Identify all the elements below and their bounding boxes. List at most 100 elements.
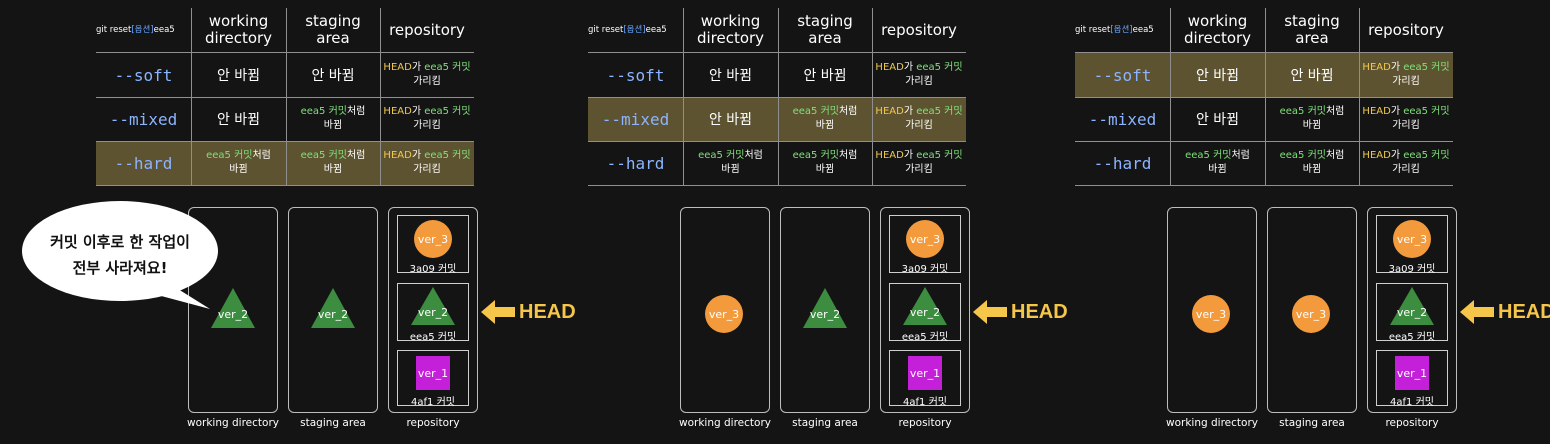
option-hard: --hard (114, 153, 173, 173)
option-hard: --hard (1093, 153, 1152, 173)
commit-square-ver1: ver_1 (1395, 356, 1429, 390)
working-directory-label: working directory (679, 417, 771, 429)
head-pointer: HEAD (481, 300, 576, 324)
triangle-shape (903, 287, 947, 325)
head-pointer: HEAD (1460, 300, 1550, 324)
table-line (1075, 141, 1453, 142)
staging-area-label: staging area (300, 417, 366, 429)
staging-area-box: ver_3 (1267, 207, 1357, 413)
commit-caption-3a09: 3a09 커밋 (901, 264, 949, 275)
commit-triangle-ver2: ver_2 (411, 287, 455, 325)
left-arrow-icon (481, 300, 515, 324)
commit-circle-ver3: ver_3 (906, 220, 944, 258)
option-soft: --soft (606, 65, 665, 85)
repository-label: repository (898, 417, 952, 429)
commit-caption-eea5: eea5 커밋 (1388, 332, 1436, 343)
commit-caption-3a09: 3a09 커밋 (1388, 264, 1436, 275)
version-triangle-ver2: ver_2 (311, 288, 355, 328)
staging-area-label: staging area (1279, 417, 1345, 429)
commit-square-ver1: ver_1 (908, 356, 942, 390)
option-soft: --soft (114, 65, 173, 85)
working-directory-label: working directory (1166, 417, 1258, 429)
commit-slot-4af1: ver_1 4af1 커밋 (889, 350, 961, 408)
commit-caption-eea5: eea5 커밋 (901, 332, 949, 343)
table-line (96, 52, 474, 53)
table-line (96, 185, 474, 186)
commit-slot-3a09: ver_3 3a09 커밋 (1376, 215, 1448, 275)
triangle-shape (411, 287, 455, 325)
staging-area-label: staging area (792, 417, 858, 429)
commit-caption-3a09: 3a09 커밋 (409, 264, 457, 275)
mixed-working: 안 바뀜 (216, 112, 261, 128)
header-repository: repository (881, 20, 957, 39)
working-directory-label: working directory (187, 417, 279, 429)
soft-working: 안 바뀜 (216, 68, 261, 84)
commit-slot-4af1: ver_1 4af1 커밋 (397, 350, 469, 408)
left-arrow-icon (973, 300, 1007, 324)
table-corner-label: git reset [옵션] eea5 (588, 24, 667, 35)
table-line (1075, 97, 1453, 98)
table-line (191, 8, 192, 185)
repository-box: ver_3 3a09 커밋 ver_2 eea5 커밋 ver_1 4af1 커… (1367, 207, 1457, 413)
soft-staging: 안 바뀜 (311, 68, 355, 84)
soft-staging: 안 바뀜 (1290, 68, 1334, 84)
option-mixed: --mixed (1088, 109, 1157, 129)
table-line (683, 8, 684, 185)
staging-area-box: ver_2 (288, 207, 378, 413)
header-repository: repository (389, 20, 465, 39)
option-mixed: --mixed (601, 109, 670, 129)
header-working-directory: working directory (696, 12, 765, 47)
head-pointer: HEAD (973, 300, 1068, 324)
table-line (778, 8, 779, 185)
table-line (588, 141, 966, 142)
commit-caption-4af1: 4af1 커밋 (1390, 397, 1434, 408)
version-triangle-ver2: ver_2 (211, 288, 255, 328)
version-triangle-ver2: ver_2 (803, 288, 847, 328)
table-line (1359, 8, 1360, 185)
left-arrow-icon (1460, 300, 1494, 324)
commit-caption-4af1: 4af1 커밋 (903, 397, 947, 408)
repository-label: repository (1385, 417, 1439, 429)
table-corner-label: git reset [옵션] eea5 (1075, 24, 1154, 35)
triangle-shape (1390, 287, 1434, 325)
mixed-working: 안 바뀜 (708, 112, 753, 128)
commit-slot-eea5: ver_2 eea5 커밋 (1376, 283, 1448, 343)
table-line (1265, 8, 1266, 185)
commit-square-ver1: ver_1 (416, 356, 450, 390)
commit-triangle-ver2: ver_2 (1390, 287, 1434, 325)
version-circle-ver3: ver_3 (705, 295, 743, 333)
repository-box: ver_3 3a09 커밋 ver_2 eea5 커밋 ver_1 4af1 커… (880, 207, 970, 413)
table-line (1075, 185, 1453, 186)
option-soft: --soft (1093, 65, 1152, 85)
commit-triangle-ver2: ver_2 (903, 287, 947, 325)
header-repository: repository (1368, 20, 1444, 39)
version-circle-ver3: ver_3 (1292, 295, 1330, 333)
speech-bubble-line2: 전부 사라져요! (72, 259, 168, 277)
option-mixed: --mixed (109, 109, 178, 129)
commit-circle-ver3: ver_3 (414, 220, 452, 258)
